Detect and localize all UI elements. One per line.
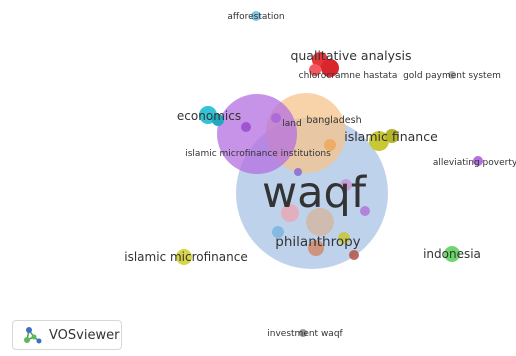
node-investment-waqf[interactable]: [299, 329, 307, 337]
node-small-12[interactable]: [294, 168, 302, 176]
node-qualitative-analysis-2[interactable]: [321, 59, 339, 77]
node-small-2[interactable]: [271, 113, 281, 123]
node-small-6[interactable]: [340, 179, 352, 191]
brand-name: VOSviewer: [49, 327, 120, 343]
node-qualitative-analysis-3[interactable]: [309, 64, 321, 76]
node-small-7[interactable]: [360, 206, 370, 216]
node-economics-cluster-bubble[interactable]: [217, 94, 297, 174]
node-small-5[interactable]: [306, 208, 334, 236]
node-islamic-finance[interactable]: [369, 131, 389, 151]
node-small-4[interactable]: [281, 204, 299, 222]
node-islamic-finance-2[interactable]: [385, 129, 399, 143]
node-gold-payment-system[interactable]: [448, 71, 456, 79]
label-afforestation: afforestation: [227, 12, 284, 22]
node-small-11[interactable]: [349, 250, 359, 260]
node-small-8[interactable]: [272, 226, 284, 238]
label-islamic-microfinance-institutions: islamic microfinance institutions: [185, 149, 331, 159]
label-islamic-microfinance: islamic microfinance: [124, 250, 247, 264]
vosviewer-logo-icon: [24, 327, 42, 344]
label-land: land: [282, 119, 301, 129]
node-small-10[interactable]: [338, 232, 350, 244]
label-qualitative-analysis: qualitative analysis: [290, 48, 411, 63]
label-gold-payment-system: gold payment system: [403, 71, 501, 81]
node-alleviating-poverty[interactable]: [473, 156, 483, 166]
label-indonesia: indonesia: [423, 247, 481, 261]
label-waqf: waqf: [262, 168, 367, 218]
label-economics: economics: [177, 109, 241, 123]
label-islamic-finance: islamic finance: [344, 129, 438, 144]
node-small-1[interactable]: [241, 122, 251, 132]
node-afforestation[interactable]: [251, 11, 261, 21]
label-philanthropy: philanthropy: [275, 234, 360, 250]
node-islamic-microfinance[interactable]: [176, 249, 192, 265]
label-bangladesh: bangladesh: [306, 115, 361, 126]
node-indonesia[interactable]: [444, 246, 460, 262]
vosviewer-brand[interactable]: VOSviewer: [12, 320, 122, 350]
node-small-9[interactable]: [308, 240, 324, 256]
label-chlorocramne-hastata: chlorocramne hastata: [299, 71, 398, 81]
node-economics-2[interactable]: [212, 114, 224, 126]
label-alleviating-poverty: alleviating poverty: [433, 158, 516, 168]
node-small-3[interactable]: [324, 139, 336, 151]
label-investment-waqf: investment waqf: [267, 329, 343, 339]
